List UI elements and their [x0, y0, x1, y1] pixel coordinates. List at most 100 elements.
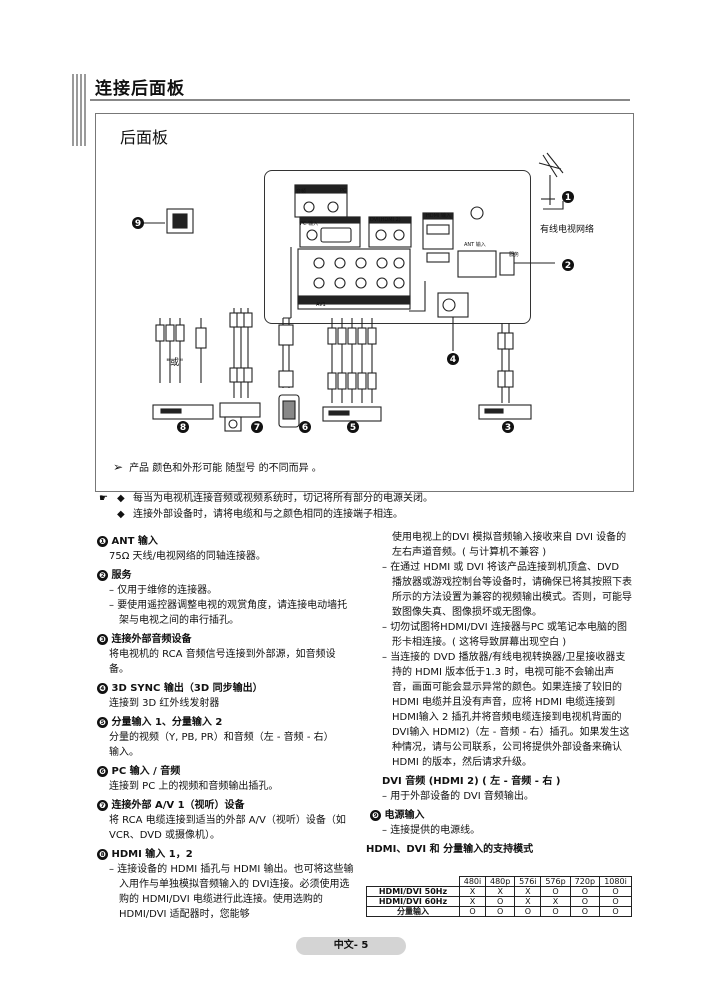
- row-label: HDMI/DVI 60Hz: [366, 896, 460, 907]
- table-cell: O: [485, 906, 516, 917]
- section-title: 分量输入 1、分量输入 2: [111, 717, 223, 728]
- callout-4: 4: [447, 353, 459, 365]
- table-header-cell: 576p: [540, 876, 571, 887]
- table-cell: X: [458, 896, 487, 907]
- table-cell: O: [599, 896, 632, 907]
- number-badge: ❼: [97, 799, 108, 811]
- supported-modes-table: 480i 480p 576i 576p 720p 1080i HDMI/DVI …: [366, 876, 632, 917]
- table-cell: O: [540, 886, 571, 897]
- section-text: 连接提供的电源线。: [390, 825, 481, 836]
- ant-in-port-label: ANT 输入: [464, 242, 486, 248]
- arrow-right-icon: ➢: [113, 460, 124, 474]
- section-text: 仅用于维修的连接器。: [117, 585, 218, 596]
- section-text: 输入。: [109, 747, 139, 758]
- table-cell: X: [514, 886, 542, 897]
- svg-text:6: 6: [302, 423, 308, 433]
- callout-6: 6: [299, 421, 311, 433]
- table-header-cell: 1080i: [599, 876, 632, 887]
- title-underline: [90, 99, 630, 101]
- page-number: 中文- 5: [296, 937, 406, 955]
- pc-in-port-label: PC 输入: [300, 221, 319, 227]
- section-title: DVI 音频 (HDMI 2) ( 左 - 音频 - 右 ): [382, 776, 561, 787]
- row-label: 分量输入: [366, 906, 460, 917]
- table-cell: O: [569, 886, 601, 897]
- table-header-cell: 576i: [514, 876, 542, 887]
- av1-port-label: AV1: [316, 302, 326, 308]
- diamond-bullet-icon: ◆: [117, 493, 125, 504]
- panel-note: ➢产品 颜色和外形可能 随型号 的不同而异 。: [113, 460, 322, 474]
- section-text: 连接设备的 HDMI 插孔与 HDMI 输出。也可将这些输入用作与单独模拟音频输…: [117, 864, 354, 920]
- dvi-hdmi2-port-label: DVI(HDMI 2): [370, 217, 401, 223]
- number-badge: ❽: [97, 848, 108, 860]
- table-cell: O: [599, 886, 632, 897]
- title-decoration-bar: [72, 74, 86, 146]
- svg-text:8: 8: [180, 423, 186, 433]
- table-cell: X: [514, 896, 542, 907]
- section-text: 使用电视上的DVI 模拟音频输入接收来自 DVI 设备的左右声道音频。( 与计算…: [392, 532, 627, 558]
- svg-text:2: 2: [565, 261, 571, 271]
- page-title: 连接后面板: [95, 79, 185, 99]
- callout-7: 7: [251, 421, 263, 433]
- table-header-cell: 480i: [458, 876, 487, 887]
- service-port-label: 服务: [509, 252, 520, 258]
- svg-text:5: 5: [350, 423, 356, 433]
- svg-text:4: 4: [450, 355, 456, 365]
- right-column: 使用电视上的DVI 模拟音频输入接收来自 DVI 设备的左右声道音频。( 与计算…: [366, 532, 632, 855]
- table-header-cell: 720p: [569, 876, 601, 887]
- callout-2: 2: [562, 259, 574, 271]
- table-cell: X: [540, 896, 571, 907]
- section-text: 在通过 HDMI 或 DVI 将该产品连接到机顶盒、DVD 播放器或游戏控制台等…: [390, 562, 632, 618]
- callout-5: 5: [347, 421, 359, 433]
- table-cell: O: [458, 906, 487, 917]
- number-badge: ❾: [370, 809, 381, 821]
- diamond-bullet-icon: ◆: [117, 509, 125, 520]
- section-title: 电源输入: [384, 810, 425, 821]
- section-text: 连接到 3D 红外线发射器: [109, 698, 220, 709]
- section-title: PC 输入 / 音频: [111, 766, 181, 777]
- section-text: 切勿试图将HDMI/DVI 连接器与PC 或笔记本电脑的图形卡相连接。( 这将导…: [390, 622, 628, 648]
- or-label: "或": [166, 358, 184, 368]
- section-text: 要使用遥控器调整电视的观赏角度，请连接电动墙托架与电视之间的串行插孔。: [117, 600, 348, 626]
- pc-port-label: PC: [340, 188, 347, 194]
- svg-text:7: 7: [254, 423, 260, 433]
- section-text: 将电视机的 RCA 音频信号连接到外部源，如音频设备。: [109, 649, 336, 675]
- table-cell: O: [514, 906, 542, 917]
- svg-text:9: 9: [135, 219, 141, 229]
- callout-8: 8: [177, 421, 189, 433]
- callout-3: 3: [502, 421, 514, 433]
- table-header-row: 480i 480p 576i 576p 720p 1080i: [367, 876, 632, 887]
- callout-9: 9: [132, 217, 144, 229]
- section-title: 连接外部 A/V 1（视听）设备: [111, 800, 245, 811]
- section-title: 连接外部音频设备: [111, 634, 192, 645]
- table-cell: X: [485, 886, 516, 897]
- number-badge: ❹: [97, 682, 108, 694]
- table-cell: O: [599, 906, 632, 917]
- section-text: 分量的视频（Y, PB, PR）和音频（左 - 音频 - 右）: [109, 732, 334, 743]
- table-row: HDMI/DVI 50Hz X X X O O O: [366, 886, 632, 897]
- table-cell: X: [458, 886, 487, 897]
- section-title: ANT 输入: [111, 536, 158, 547]
- number-badge: ❻: [97, 765, 108, 777]
- callout-1: 1: [562, 191, 574, 203]
- connection-diagram: 1 2 3 4 5 6 7 8 9: [132, 152, 574, 433]
- table-header-cell: 480p: [485, 876, 516, 887]
- svg-text:1: 1: [565, 193, 571, 203]
- section-text: 当连接的 DVD 播放器/有线电视转换器/卫星接收器支持的 HDMI 版本低于1…: [390, 652, 630, 768]
- section-text: 将 RCA 电缆连接到适当的外部 A/V（视听）设备（如 VCR、DVD 或摄像…: [109, 815, 346, 841]
- hdmi-in-port-label: HDMI 输入: [426, 213, 451, 219]
- audio-port-label: 音频: [296, 189, 307, 195]
- table-cell: O: [540, 906, 571, 917]
- svg-text:3: 3: [505, 423, 511, 433]
- section-title: 3D SYNC 输出（3D 同步输出）: [111, 683, 263, 694]
- table-cell: O: [569, 906, 601, 917]
- table-row: 分量输入 O O O O O O: [366, 906, 632, 917]
- number-badge: ❶: [97, 535, 108, 547]
- row-label: HDMI/DVI 50Hz: [366, 886, 460, 897]
- cable-network-label: 有线电视网络: [540, 225, 595, 235]
- warning-bullets: ☛◆每当为电视机连接音频或视频系统时，切记将所有部分的电源关闭。 ◆连接外部设备…: [99, 491, 433, 523]
- table-cell: O: [569, 896, 601, 907]
- table-cell: O: [485, 896, 516, 907]
- section-title: HDMI 输入 1，2: [111, 849, 193, 860]
- number-badge: ❸: [97, 633, 108, 645]
- panel-title: 后面板: [120, 128, 169, 147]
